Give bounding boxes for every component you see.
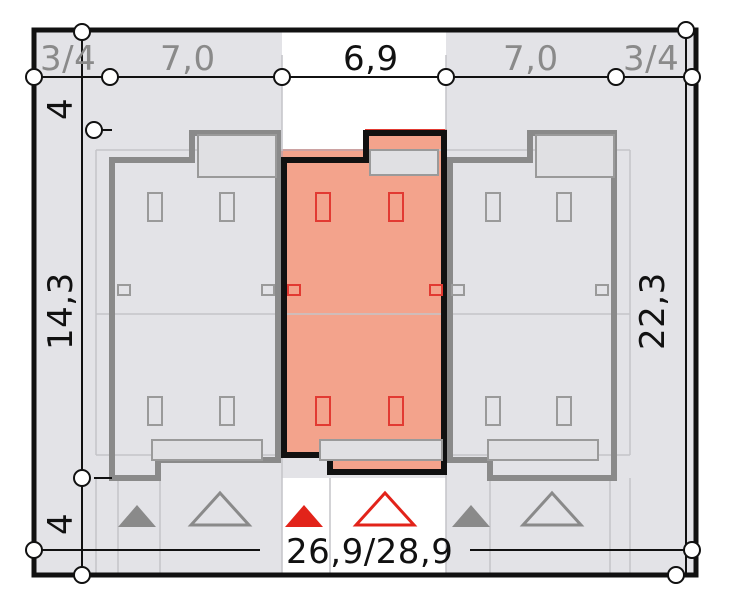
right-unit-outline [447,130,617,481]
top-left-unit-dimension: 7,0 [160,39,216,79]
left-bottom-setback-dimension: 4 [41,513,81,535]
outline-triangle-icon [187,490,253,527]
right-garage-marker [519,490,585,527]
left-depth-dimension: 14,3 [41,272,81,350]
outline-triangle-icon [352,490,418,527]
right-entrance-marker [452,505,490,527]
plot-boundary [31,27,699,578]
center-garage-marker [352,490,418,527]
highlighted-unit [281,129,447,473]
filled-triangle-icon [118,505,156,527]
top-right-edge-dimension: 3/4 [623,39,679,79]
filled-triangle-icon [452,505,490,527]
dimension-nodes [25,21,701,584]
center-entrance-marker [285,505,323,527]
outline-triangle-icon [519,490,585,527]
left-top-setback-dimension: 4 [41,98,81,120]
left-entrance-marker [118,505,156,527]
bottom-total-width-dimension: 26,9/28,9 [286,532,453,572]
left-garage-marker [187,490,253,527]
center-unit-outline [281,130,447,475]
top-right-unit-dimension: 7,0 [503,39,559,79]
top-left-edge-dimension: 3/4 [40,39,96,79]
window-markers [117,192,609,426]
filled-triangle-icon [285,505,323,527]
highlight-window-markers [287,192,443,426]
top-center-unit-dimension: 6,9 [343,39,399,79]
service-boxes [151,134,615,461]
right-total-depth-dimension: 22,3 [633,272,673,350]
left-unit-outline [109,130,281,481]
